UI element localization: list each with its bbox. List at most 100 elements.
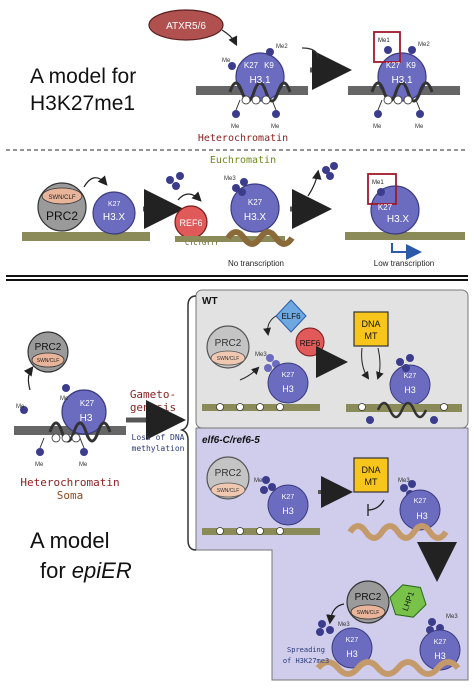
no-transcription-label: No transcription — [228, 259, 284, 268]
k27-label: K27 — [108, 201, 121, 208]
ref6-label: REF6 — [300, 339, 321, 348]
heterochromatin-soma-line2: Soma — [57, 489, 84, 502]
k27-highlight-box-eu — [367, 173, 397, 205]
prc2-label: PRC2 — [46, 209, 78, 223]
h3-octamer-soma — [61, 389, 107, 435]
dna-mt-label-line2: MT — [365, 331, 378, 341]
wt-label: WT — [202, 296, 218, 307]
prc2-label: PRC2 — [35, 342, 62, 353]
h3-label: H3 — [434, 651, 446, 661]
sam-arrow — [301, 47, 319, 59]
me-label: Me — [16, 404, 25, 410]
h3x-label: H3.X — [103, 212, 126, 223]
ref6-label: REF6 — [179, 218, 202, 228]
h3-octamer-wt-left — [267, 362, 309, 404]
title-top-line1: A model for — [30, 65, 136, 88]
bottom-panel: WT elf6-C/ref6-5 SWN/CLF PRC2 K27 H3 Me … — [14, 289, 469, 681]
h31-label: H3.1 — [249, 75, 271, 86]
k27-label: K27 — [386, 61, 401, 70]
h3x-label: H3.X — [387, 214, 410, 225]
dna-mt-label-line2: MT — [365, 477, 378, 487]
me1-label: Me1 — [378, 38, 390, 44]
atxr-arrow — [221, 29, 238, 47]
me-label: Me — [79, 462, 88, 468]
atxr-enzyme — [148, 9, 224, 41]
lhp1-hexagon — [389, 584, 427, 618]
k9-label: K9 — [264, 61, 274, 70]
me3-label: Me3 — [254, 478, 266, 484]
h3-octamer-mutant-right — [399, 489, 441, 531]
me1-label: Me1 — [372, 180, 384, 186]
heterochromatin-label: Heterochromatin — [198, 133, 288, 144]
h3x-octamer-left — [92, 191, 136, 235]
gametogenesis-line1: Gameto- — [130, 388, 176, 401]
k27-label: K27 — [404, 373, 417, 380]
me3-label: Me3 — [255, 352, 267, 358]
h3-octamer-mutant-left — [267, 484, 309, 526]
released-me-cluster — [322, 162, 338, 180]
swn-clf-label: SWN/CLF — [217, 356, 240, 362]
k27-label: K27 — [434, 639, 447, 646]
h3-label: H3 — [346, 649, 358, 659]
heterochromatin-soma-line1: Heterochromatin — [20, 476, 119, 489]
mutant-label: elf6-C/ref6-5 — [202, 435, 260, 446]
h3-octamer-spreading-left — [331, 627, 373, 669]
me3-label: Me3 — [398, 478, 410, 484]
k27-label: K27 — [282, 372, 295, 379]
me3-label: Me3 — [446, 614, 458, 620]
swn-clf-label: SWN/CLF — [217, 488, 240, 494]
me-label: Me — [271, 124, 280, 130]
spreading-line2: of H3K27me3 — [283, 657, 329, 665]
me-label: Me — [222, 58, 231, 64]
me-label: Me — [60, 396, 69, 402]
h3-label: H3 — [404, 385, 416, 395]
me-label: Me — [373, 124, 382, 130]
dna-mt-box-mutant — [353, 457, 389, 493]
me3-label: Me3 — [224, 176, 236, 182]
loss-dna-methylation-line2: methylation — [132, 444, 185, 453]
transcription-arrow — [391, 243, 422, 260]
inhibition-line — [367, 499, 385, 516]
k27-label: K27 — [282, 494, 295, 501]
h3-label: H3 — [416, 511, 428, 521]
prc2-label: PRC2 — [215, 468, 242, 479]
me2-label: Me2 — [276, 44, 288, 50]
h3-label: H3 — [282, 384, 294, 394]
loss-dna-methylation-line1: Loss of DNA — [132, 433, 185, 442]
h3-label: H3 — [282, 506, 294, 516]
swn-clf-label: SWN/CLF — [37, 358, 60, 364]
k27-highlight-box — [373, 31, 401, 63]
h3x-label: H3.X — [244, 212, 267, 223]
me3-cluster-eu — [166, 172, 184, 190]
k27-label: K27 — [248, 198, 263, 207]
h3-label: H3 — [80, 413, 93, 424]
me-label: Me — [35, 462, 44, 468]
title-bottom-line2: for epiER — [40, 558, 132, 583]
k27-label: K27 — [346, 637, 359, 644]
nucleosome-h31-right: Me1 K27 K9 H3.1 Me2 Me Me — [348, 31, 460, 130]
title-top-line2: H3K27me1 — [30, 92, 135, 115]
dna-mt-label-line1: DNA — [361, 465, 380, 475]
k27-label: K27 — [80, 399, 95, 408]
dna-mt-box-wt — [353, 311, 389, 347]
dna-euchromatin-left — [22, 232, 150, 241]
me3-label: Me3 — [338, 622, 350, 628]
me2-label: Me2 — [418, 42, 430, 48]
h3x-octamer-right — [370, 185, 420, 235]
prc2-label: PRC2 — [355, 592, 382, 603]
title-bottom-line1: A model — [30, 528, 110, 553]
gametogenesis-line2: genesis — [130, 401, 176, 414]
k27-label: K27 — [414, 498, 427, 505]
h3x-octamer-mid — [230, 183, 280, 233]
me-label: Me — [415, 124, 424, 130]
elf6-label: ELF6 — [281, 312, 301, 321]
me-label: Me — [231, 124, 240, 130]
k27-label: K27 — [378, 203, 393, 212]
low-transcription-label: Low transcription — [374, 259, 434, 268]
bracket — [179, 295, 197, 551]
k9-label: K9 — [406, 61, 416, 70]
prc2-label: PRC2 — [215, 338, 242, 349]
swn-clf-label: SWN/CLF — [49, 195, 76, 201]
h31-label: H3.1 — [391, 75, 413, 86]
